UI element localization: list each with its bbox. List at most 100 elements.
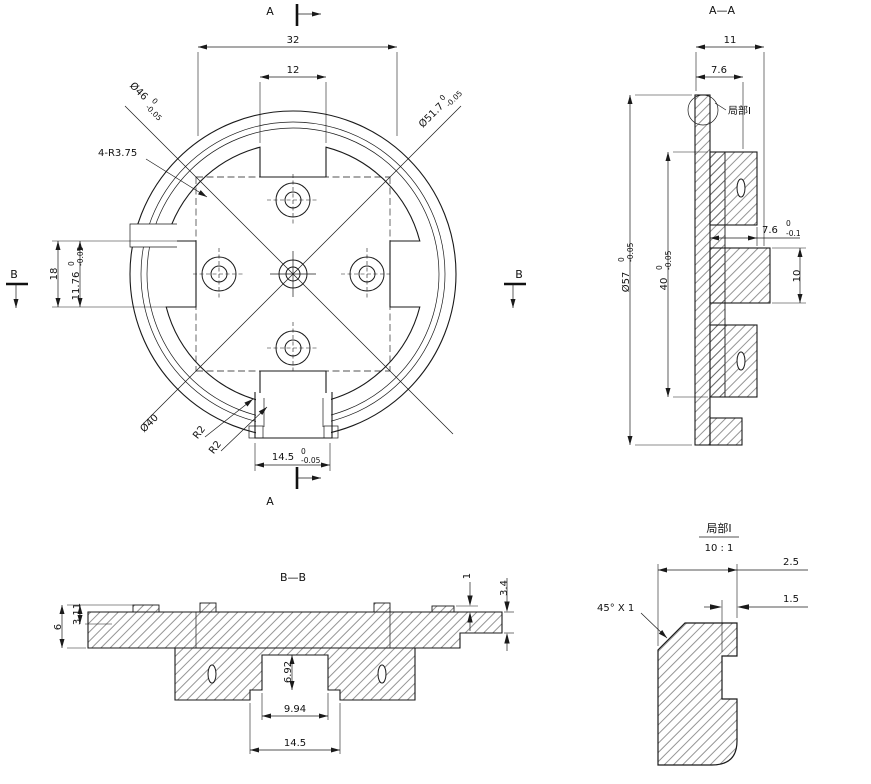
dim-1: 1 <box>456 573 478 631</box>
tolerance-upper: 0 <box>67 261 76 266</box>
section-b-label: B <box>515 268 523 281</box>
dim-2-5-text: 2.5 <box>783 557 799 568</box>
tolerance-upper: 0 <box>786 219 791 228</box>
mounting-hole-left <box>193 248 245 300</box>
left-slot-mask <box>129 224 177 247</box>
label-4-r3-75: 4-R3.75 <box>98 148 208 198</box>
dim-7-6-right: 7.6 0 -0.1 <box>709 219 801 246</box>
dim-7-6-right-text: 7.6 <box>762 225 778 236</box>
tolerance-lower: -0.05 <box>626 242 635 262</box>
section-bb-title: B—B <box>280 571 306 584</box>
section-aa-title: A—A <box>709 4 736 17</box>
dim-6-92-text: 6.92 <box>283 661 294 683</box>
section-marker-a-bottom: A <box>266 467 321 508</box>
section-bb-view: B—B 6 3.11 1 <box>53 571 514 754</box>
dim-14-5: 14.5 0 -0.05 <box>254 443 331 471</box>
dim-32: 32 <box>197 35 398 136</box>
dim-3-11: 3.11 <box>72 603 112 625</box>
dim-18: 18 <box>49 240 196 308</box>
diagonal-leader <box>124 105 454 435</box>
dia46-text: Ø46 <box>127 80 150 103</box>
dim-14-5-bb: 14.5 <box>249 703 341 754</box>
bottom-tab-foot <box>248 425 264 439</box>
dia57-text: Ø57 <box>620 272 632 293</box>
top-tab-section <box>431 605 455 613</box>
tolerance-lower: -0.1 <box>786 229 801 238</box>
hole-section <box>207 664 217 684</box>
detail-section-outline <box>657 622 738 766</box>
mounting-hole-top <box>267 174 319 226</box>
tolerance-upper: 0 <box>301 447 306 456</box>
dim-2-5: 2.5 <box>657 557 808 646</box>
dim-11-text: 11 <box>724 35 737 46</box>
section-a-label: A <box>266 5 274 18</box>
detail-scale: 10 : 1 <box>705 543 734 554</box>
r2-text: R2 <box>207 439 224 456</box>
dim-1-5-text: 1.5 <box>783 594 799 605</box>
dim-10-text: 10 <box>792 270 803 283</box>
mounting-hole-bottom <box>267 322 319 374</box>
bottom-tab <box>254 392 333 439</box>
dim-11-76-text: 11.76 <box>71 272 82 301</box>
dia40-text: Ø40 <box>138 412 161 435</box>
dim-7-6-top-text: 7.6 <box>711 65 727 76</box>
dim-9-94-text: 9.94 <box>284 704 306 715</box>
hub-block-top <box>709 151 758 226</box>
r2-text: R2 <box>191 424 208 441</box>
section-marker-b-right: B <box>504 268 526 308</box>
dim-3-4-text: 3.4 <box>499 580 510 596</box>
tolerance-lower: -0.05 <box>144 103 164 123</box>
hub-block-mid <box>709 247 771 304</box>
detail-callout-text: 局部I <box>728 104 751 117</box>
dim-1-5: 1.5 <box>704 594 808 652</box>
section-a-label: A <box>266 495 274 508</box>
front-view: 32 12 18 11.76 0 -0.05 <box>6 4 526 508</box>
bottom-tab-foot <box>323 425 339 439</box>
dim-11-76: 11.76 0 -0.05 <box>67 241 85 307</box>
left-slot <box>129 223 177 248</box>
fillet-text: 4-R3.75 <box>98 148 137 159</box>
dim-12-text: 12 <box>287 65 300 76</box>
tolerance-lower: -0.05 <box>664 250 673 270</box>
tolerance-lower: -0.05 <box>301 456 321 465</box>
dim-12: 12 <box>259 65 327 143</box>
top-tab-section <box>373 602 391 613</box>
hub-block-bottom <box>709 324 758 398</box>
label-dia51-7: Ø51.7 0 -0.05 <box>416 89 464 131</box>
hole-section <box>736 178 746 198</box>
tolerance-upper: 0 <box>150 96 160 106</box>
section-aa-view: A—A 局部I 11 7.6 <box>617 4 806 446</box>
tolerance-upper: 0 <box>438 93 448 103</box>
boss-section <box>174 647 416 701</box>
tolerance-lower: -0.05 <box>444 89 464 109</box>
dim-18-text: 18 <box>49 268 60 281</box>
disc-band-section <box>87 611 503 649</box>
tolerance-lower: -0.05 <box>76 246 85 266</box>
dim-11: 11 <box>695 35 765 246</box>
dim-10: 10 <box>772 247 806 304</box>
tolerance-upper: 0 <box>655 265 664 270</box>
dim-32-text: 32 <box>287 35 300 46</box>
dim-1-text: 1 <box>462 573 473 579</box>
detail-view: 局部I 10 : 1 2.5 1.5 45° X 1 <box>597 521 808 766</box>
section-marker-a-top: A <box>266 4 321 26</box>
tolerance-upper: 0 <box>617 257 626 262</box>
diagonal-leader <box>142 105 462 425</box>
chamfer-text: 45° X 1 <box>597 603 634 614</box>
dim-dia57: Ø57 0 -0.05 <box>617 94 692 446</box>
dim-14-5-text: 14.5 <box>272 452 294 463</box>
detail-title: 局部I <box>706 521 731 535</box>
hole-section <box>736 351 746 371</box>
dim-9-94: 9.94 <box>261 693 329 720</box>
dim-3-11-text: 3.11 <box>72 603 83 625</box>
top-tab-section <box>199 602 217 613</box>
dim-3-4: 3.4 <box>499 578 514 651</box>
foot-section <box>709 417 743 446</box>
detail-callout: 局部I <box>687 94 751 126</box>
dim-14-5-bb-text: 14.5 <box>284 738 306 749</box>
label-dia46: Ø46 0 -0.05 <box>127 80 164 123</box>
hole-section <box>377 664 387 684</box>
bottom-tab-mask <box>256 393 331 439</box>
